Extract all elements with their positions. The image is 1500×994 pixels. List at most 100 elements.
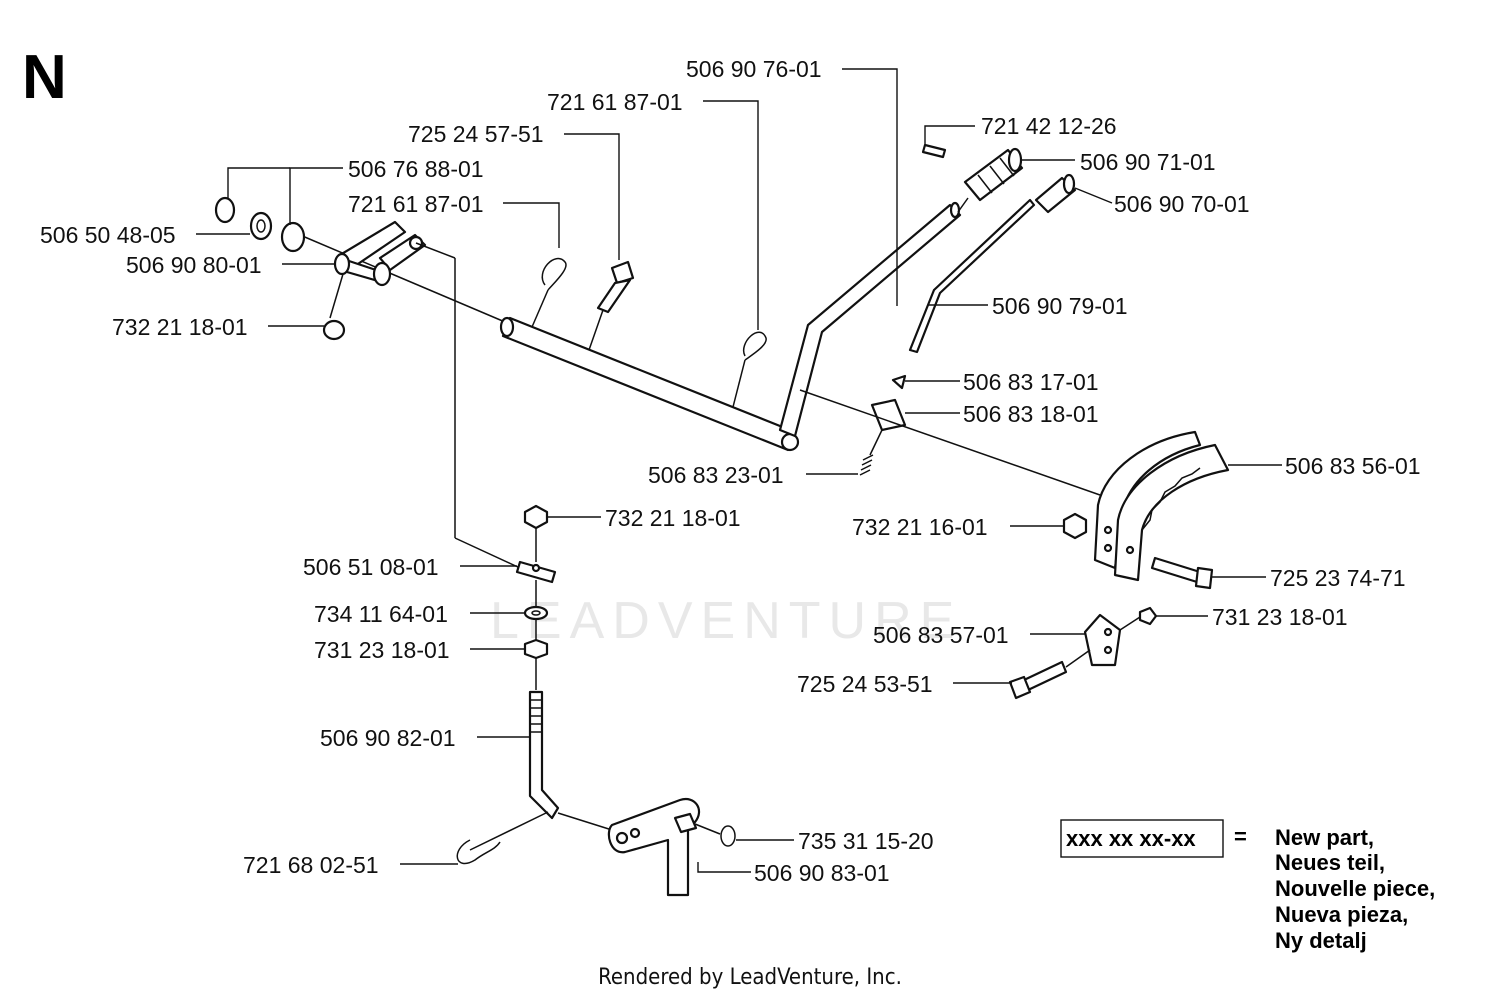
segment-gear-front: [1113, 443, 1230, 582]
part-label-p15[interactable]: 506 83 56-01: [1285, 453, 1421, 479]
part-drawings: [214, 143, 1230, 897]
bracket-tube-end: [333, 252, 351, 276]
crank-link-line: [557, 812, 613, 831]
legend-line-3: Nouvelle piece,: [1275, 876, 1435, 901]
leader-p5b: [227, 167, 290, 198]
segment-hole-1: [1103, 525, 1113, 535]
cotter-pin-2: [742, 331, 767, 361]
bell-crank: [607, 797, 701, 897]
washer-2: [523, 605, 549, 621]
bolt-line: [588, 309, 604, 351]
clamp-nut: [1138, 606, 1158, 626]
part-label-p7[interactable]: 721 61 87-01: [348, 191, 484, 217]
part-label-p18[interactable]: 732 21 16-01: [852, 514, 988, 540]
bracket-link-line: [415, 242, 456, 259]
part-label-p23[interactable]: 506 83 57-01: [873, 622, 1009, 648]
push-rod: [908, 198, 1036, 354]
bolt-right-shank: [1150, 556, 1202, 584]
bolt-lower-head: [1008, 675, 1032, 700]
leader-p8: [1074, 187, 1113, 204]
clamp-hole-1: [1103, 627, 1113, 637]
hairpin-line: [469, 811, 549, 851]
leader-p1: [842, 68, 898, 306]
part-label-p17[interactable]: 732 21 18-01: [605, 505, 741, 531]
bracket-tube-end-right: [372, 261, 392, 287]
part-label-p4[interactable]: 721 42 12-26: [981, 113, 1117, 139]
part-label-p13[interactable]: 506 83 17-01: [963, 369, 1099, 395]
clamp-nut-line: [1119, 616, 1141, 631]
part-label-p14[interactable]: 506 83 18-01: [963, 401, 1099, 427]
clamp-block: [1083, 613, 1122, 667]
legend: xxx xx xx-xx = New part, Neues teil, Nou…: [1060, 819, 1435, 953]
leader-p2: [703, 100, 759, 330]
bushing-2: [280, 221, 306, 253]
part-label-p28[interactable]: 721 68 02-51: [243, 852, 379, 878]
legend-line-4: Nueva pieza,: [1275, 902, 1408, 927]
washer-1-hole: [256, 219, 266, 233]
part-label-p1[interactable]: 506 90 76-01: [686, 56, 822, 82]
part-label-p10[interactable]: 506 90 80-01: [126, 252, 262, 278]
part-label-p21[interactable]: 734 11 64-01: [314, 601, 448, 627]
leader-p7: [503, 202, 560, 248]
part-label-p29[interactable]: 506 90 83-01: [754, 860, 890, 886]
part-label-p8[interactable]: 506 90 70-01: [1114, 191, 1250, 217]
legend-line-2: Neues teil,: [1275, 850, 1385, 875]
footer-credit: Rendered by LeadVenture, Inc.: [598, 965, 902, 990]
bolt-lower-line: [1065, 649, 1091, 668]
link-diagonal-line: [454, 537, 521, 569]
part-label-p26[interactable]: 506 90 82-01: [320, 725, 456, 751]
shaft-axis-line: [299, 234, 506, 323]
part-label-p20[interactable]: 725 23 74-71: [1270, 565, 1406, 591]
clamp-hole-2: [1103, 645, 1113, 655]
lever-handle: [778, 203, 962, 438]
legend-line-1: New part,: [1275, 825, 1374, 850]
part-label-p27[interactable]: 735 31 15-20: [798, 828, 934, 854]
crank-hole-1: [615, 831, 629, 845]
main-shaft-end: [499, 316, 515, 338]
crank-pin: [673, 812, 698, 834]
bolt-shank: [596, 278, 632, 314]
handle-grip-end: [1007, 147, 1023, 173]
cotter-pin-2-line: [732, 359, 746, 408]
cotter-pin-1: [541, 257, 567, 291]
legend-sample-box: [1060, 819, 1224, 858]
part-label-p12[interactable]: 732 21 18-01: [112, 314, 248, 340]
main-shaft: [501, 316, 797, 452]
leader-lines: [196, 68, 1282, 873]
washer-1: [249, 211, 273, 241]
grip-ring-3: [999, 157, 1015, 177]
detent-key: [891, 374, 907, 390]
washer-2-hole: [531, 610, 541, 616]
legend-sample: xxx xx xx-xx: [1066, 826, 1196, 851]
leader-p29: [697, 862, 751, 873]
part-label-p19[interactable]: 506 51 08-01: [303, 554, 439, 580]
detent-spring: [859, 454, 874, 476]
legend-line-5: Ny detalj: [1275, 928, 1367, 953]
part-label-p9[interactable]: 506 50 48-05: [40, 222, 176, 248]
section-letter: N: [22, 43, 67, 112]
bolt-lower-shank: [1022, 660, 1068, 692]
part-label-p22[interactable]: 731 23 18-01: [1212, 604, 1348, 630]
part-label-p16[interactable]: 506 83 23-01: [648, 462, 784, 488]
gear-teeth: [1141, 467, 1201, 531]
part-label-p3[interactable]: 725 24 57-51: [408, 121, 544, 147]
crank-hole-2: [629, 827, 641, 839]
spring-line: [869, 429, 883, 456]
part-label-p5[interactable]: 506 76 88-01: [348, 156, 484, 182]
part-label-p11[interactable]: 506 90 79-01: [992, 293, 1128, 319]
part-label-p2[interactable]: 721 61 87-01: [547, 89, 683, 115]
grip-ring-1: [977, 174, 993, 194]
e-clip: [720, 825, 736, 847]
spring-pin: [921, 143, 947, 159]
grip-ring-2: [989, 165, 1005, 185]
nut-left: [322, 319, 346, 341]
segment-hole-2: [1103, 543, 1113, 553]
leader-p4: [924, 125, 975, 146]
bolt-head: [610, 260, 635, 285]
leader-p5a: [289, 167, 343, 225]
watermark-text: LEADVENTURE: [490, 592, 962, 650]
part-label-p6[interactable]: 506 90 71-01: [1080, 149, 1216, 175]
hairpin-clip: [456, 839, 501, 865]
part-label-p25[interactable]: 725 24 53-51: [797, 671, 933, 697]
part-label-p24[interactable]: 731 23 18-01: [314, 637, 450, 663]
